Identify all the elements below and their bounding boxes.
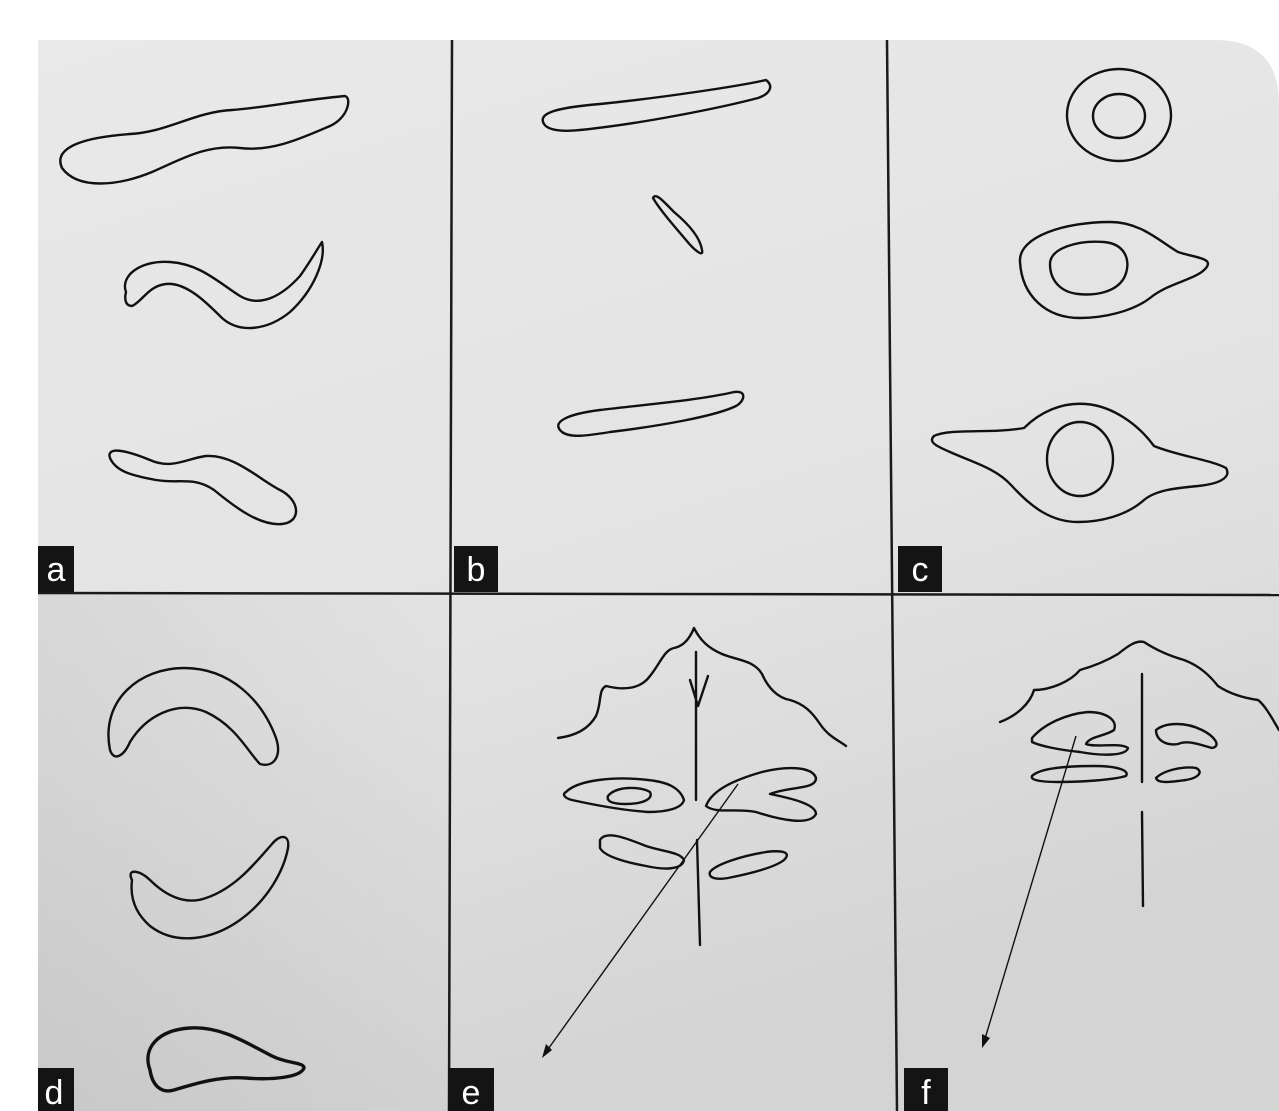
- panel-label-a: a: [38, 546, 74, 592]
- panel-label-c: c: [898, 546, 942, 592]
- panel-letter-b: b: [467, 551, 486, 589]
- panel-letter-a: a: [47, 551, 66, 589]
- panel-label-e: e: [448, 1068, 494, 1111]
- panel-letter-f: f: [921, 1074, 931, 1111]
- panel-label-f: f: [904, 1068, 948, 1111]
- panel-letter-c: c: [912, 551, 929, 589]
- panel-letter-d: d: [45, 1074, 64, 1111]
- panel-letter-e: e: [462, 1074, 481, 1111]
- panel-label-b: b: [454, 546, 498, 592]
- panel-label-d: d: [38, 1068, 74, 1111]
- panel-d-shading: [38, 593, 450, 1111]
